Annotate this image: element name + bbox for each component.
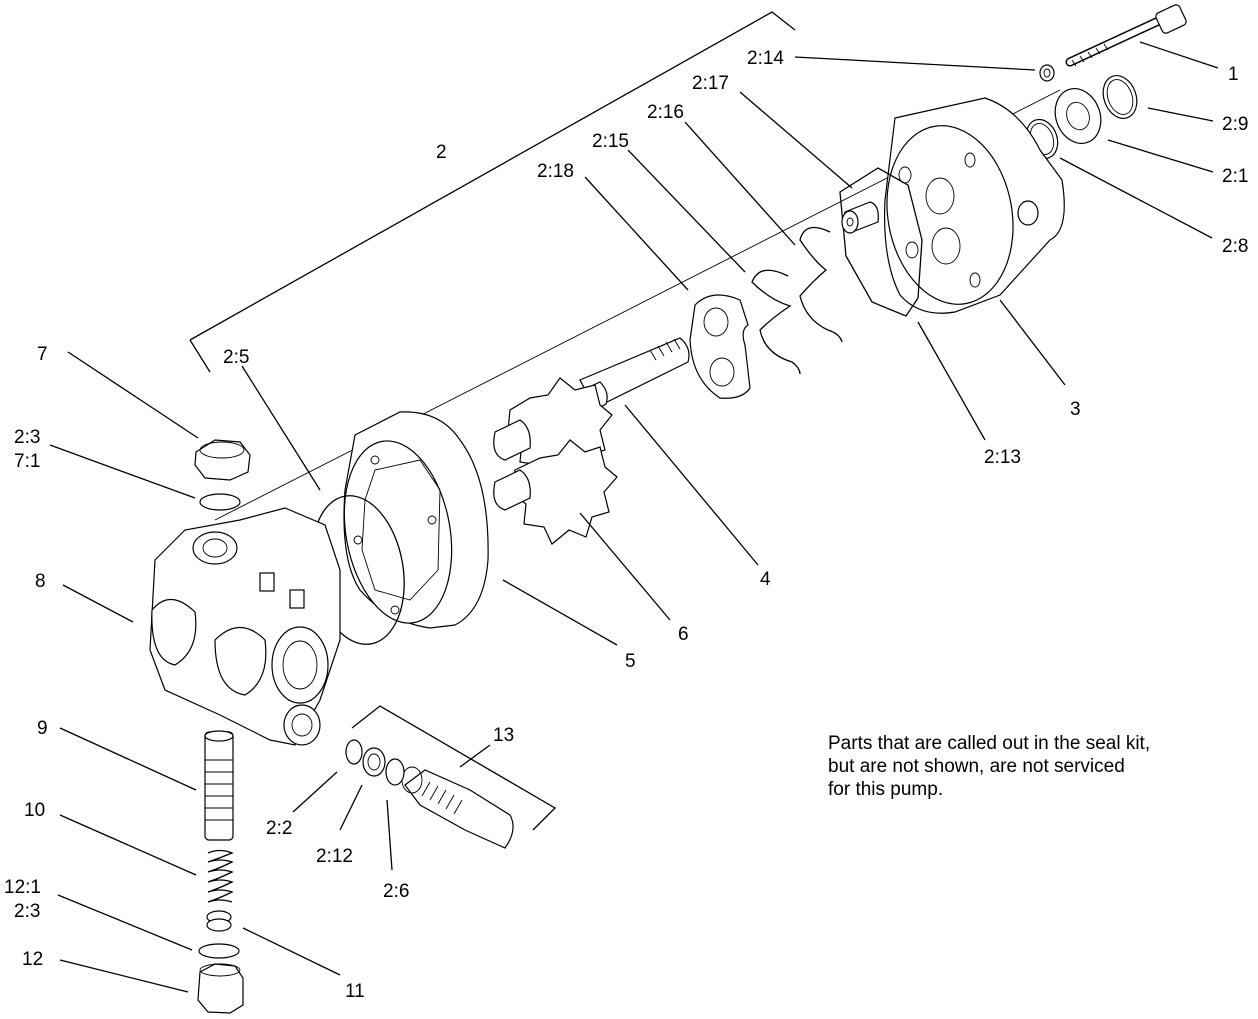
callout-2-5: 2:5 [223,347,249,368]
callout-2-18: 2:18 [537,161,574,182]
callout-2-13: 2:13 [984,447,1021,468]
callout-6: 6 [678,624,689,645]
wear-plate-part [689,294,751,399]
callout-2-8: 2:8 [1222,236,1248,257]
note-line-1: Parts that are called out in the seal ki… [828,733,1151,754]
callout-2-3-bottom: 2:3 [14,901,40,922]
o-ring-2-6-part [385,758,405,786]
callout-2: 2 [436,142,447,163]
callout-11: 11 [345,981,365,1002]
callout-12-1: 12:1 [4,877,41,898]
callout-2-6: 2:6 [383,881,409,902]
kit-bracket [189,11,796,341]
note-line-3: for this pump. [828,779,944,800]
callout-2-16: 2:16 [647,102,684,123]
shim-part [206,910,232,932]
callout-2-9: 2:9 [1222,114,1248,135]
o-ring-2-2-part [345,739,363,765]
gasket-part [839,167,923,317]
washer-part [1039,64,1055,82]
callout-2-2: 2:2 [266,818,292,839]
callout-1: 1 [1228,64,1239,85]
spring-part [207,849,234,903]
callout-10: 10 [24,800,45,821]
callout-4: 4 [760,569,771,590]
callout-13: 13 [493,725,514,746]
callout-labels: 1 2:14 2:9 2:1 2:8 2:17 2:16 2:15 2:18 2… [4,48,1248,1002]
bushing-part [841,201,879,234]
callout-9: 9 [37,718,48,739]
callout-2-3-top: 2:3 [14,427,40,448]
callout-8: 8 [35,571,46,592]
plug-o-ring-part [199,493,241,511]
callout-7-1: 7:1 [14,451,40,472]
cap-part [197,963,244,1014]
callout-2-12: 2:12 [316,846,353,867]
relief-valve-bracket [351,705,557,831]
backup-seal-part [751,269,801,375]
shaft-seal-part [1054,88,1102,144]
spool-part [204,730,234,841]
cap-o-ring-part [198,943,240,959]
rear-housing-part [149,507,341,746]
wire-seal-part [799,226,843,343]
callout-12: 12 [22,949,43,970]
callout-2-17: 2:17 [692,73,729,94]
relief-cartridge-part [401,766,514,849]
leader-lines [49,41,1219,993]
seal-kit-note: Parts that are called out in the seal ki… [828,732,1248,801]
callout-5: 5 [625,651,636,672]
kit-bracket-left-end [189,339,211,373]
backup-ring-part [362,747,386,777]
snap-ring-part [1102,75,1138,119]
callout-2-15: 2:15 [592,131,629,152]
callout-3: 3 [1070,399,1081,420]
callout-2-1: 2:1 [1222,166,1248,187]
plug-part [194,439,251,481]
callout-7: 7 [37,344,48,365]
gear-housing-part [343,411,489,629]
front-cover-part [884,97,1065,314]
note-line-2: but are not shown, are not serviced [828,756,1125,777]
bolt-part [1065,4,1187,67]
gear-set-part [493,377,618,545]
callout-2-14: 2:14 [747,48,784,69]
